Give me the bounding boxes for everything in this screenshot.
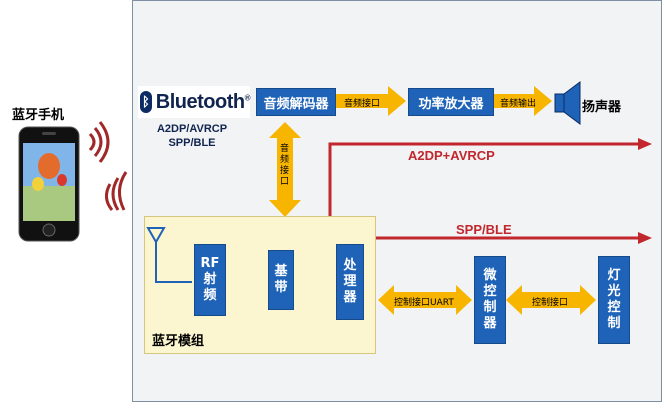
wireless-signal-icon: [88, 121, 128, 211]
audio-interface-vertical-arrow: [269, 122, 301, 217]
processor-block: 处 理 器: [336, 244, 364, 320]
bluetooth-profiles: A2DP/AVRCP SPP/BLE: [156, 123, 228, 149]
bluetooth-module-label: 蓝牙模组: [152, 334, 205, 349]
a2dp-line: [328, 142, 640, 216]
bluetooth-logo: ᛒ Bluetooth®: [138, 86, 251, 118]
speaker-label: 扬声器: [582, 100, 622, 115]
power-amplifier-block: 功率放大器: [408, 88, 494, 116]
control-uart-label: 控制接口UART: [394, 298, 454, 308]
antenna-icon: [146, 227, 192, 283]
a2dp-avrcp-label: A2DP+AVRCP: [408, 148, 495, 163]
audio-interface-vertical-label: 音频接口: [280, 144, 290, 187]
audio-interface-arrow: [336, 86, 406, 116]
spp-ble-label: SPP/BLE: [456, 222, 512, 237]
baseband-block: 基 带: [268, 250, 294, 310]
bluetooth-wordmark: Bluetooth®: [155, 90, 251, 113]
audio-interface-label: 音频接口: [344, 99, 381, 109]
mcu-block: 微 控 制 器: [474, 256, 506, 344]
audio-output-arrow: [492, 86, 552, 116]
control-interface-arrow: [506, 285, 596, 315]
control-uart-arrow: [378, 285, 472, 315]
bluetooth-icon: ᛒ: [140, 91, 152, 113]
audio-output-label: 音频输出: [500, 99, 537, 109]
control-interface-label: 控制接口: [532, 298, 569, 308]
phone-label: 蓝牙手机: [12, 108, 65, 123]
audio-decoder-block: 音频解码器: [256, 88, 336, 116]
speaker-icon: [554, 81, 581, 125]
light-control-block: 灯 光 控 制: [598, 256, 630, 344]
smartphone-icon: [18, 126, 80, 242]
rf-block: RF 射 频: [194, 244, 226, 316]
